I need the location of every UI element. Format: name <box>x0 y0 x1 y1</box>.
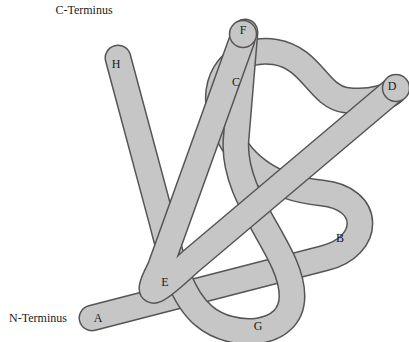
strand-letter: B <box>336 232 344 244</box>
strand-letter: H <box>112 58 121 70</box>
strand-letter: F <box>240 24 247 36</box>
strand-letter: E <box>161 276 168 288</box>
strand-letter: A <box>94 312 103 324</box>
strand-letter: G <box>254 320 263 332</box>
terminus-label: C-Terminus <box>55 4 112 16</box>
strand-letter: C <box>232 76 240 88</box>
strand-letter: D <box>388 80 397 92</box>
terminus-label: N-Terminus <box>9 312 67 324</box>
